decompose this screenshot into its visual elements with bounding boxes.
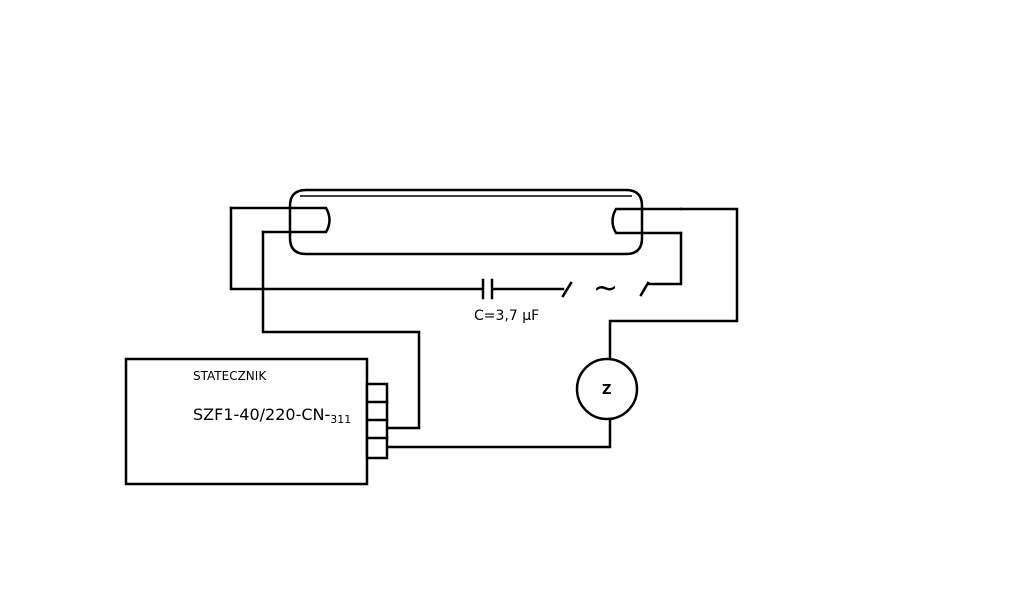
ballast-model-main: SZF1-40/220-CN- (193, 405, 330, 424)
wire-right-inner (646, 231, 683, 286)
wire-filament-to-ballast (261, 230, 421, 430)
wire-meter-to-ballast (385, 417, 612, 449)
tube-body (288, 188, 644, 256)
wire-left-outer (229, 206, 483, 291)
ballast-model: SZF1-40/220-CN-311 (193, 405, 351, 426)
meter-z: Z (575, 357, 639, 421)
ballast-title: STATECZNIK (193, 369, 267, 383)
fluorescent-tube (288, 188, 644, 256)
switch-contact-left (561, 281, 573, 298)
capacitor-label: C=3,7 µF (474, 308, 539, 324)
capacitor-symbol (481, 278, 494, 300)
ballast-terminal-block (365, 382, 389, 460)
meter-label: Z (602, 383, 611, 398)
wire-right-outer (608, 207, 739, 364)
right-electrode (611, 207, 683, 235)
ballast-model-suffix: 311 (330, 413, 351, 426)
left-electrode (229, 206, 331, 234)
ac-source-symbol: ~ (593, 271, 618, 306)
ballast-box: STATECZNIK SZF1-40/220-CN-311 (124, 357, 369, 486)
